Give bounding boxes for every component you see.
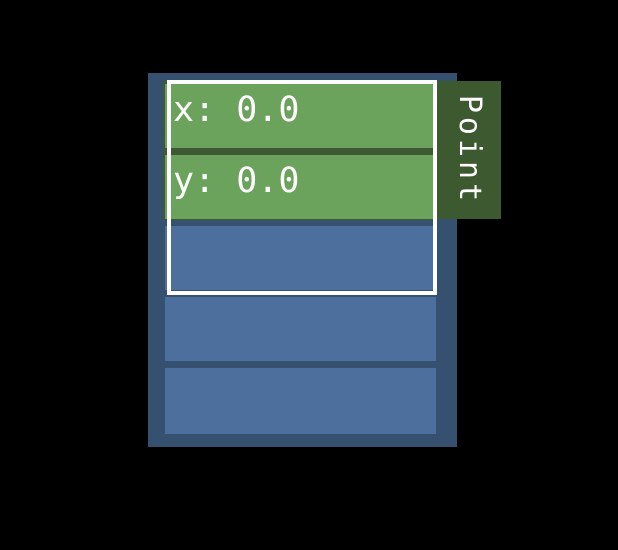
field-y-text: y: 0.0 xyxy=(173,160,300,201)
empty-slot-row xyxy=(165,297,436,361)
empty-slot-row xyxy=(165,226,436,290)
point-type-tab: Point xyxy=(437,81,501,219)
point-type-tab-label: Point xyxy=(452,94,487,206)
empty-slot-row xyxy=(165,368,436,434)
field-x-text: x: 0.0 xyxy=(173,89,300,130)
field-row-y: y: 0.0 xyxy=(165,155,436,219)
field-row-x: x: 0.0 xyxy=(165,84,436,148)
point-object-outline xyxy=(167,80,437,295)
